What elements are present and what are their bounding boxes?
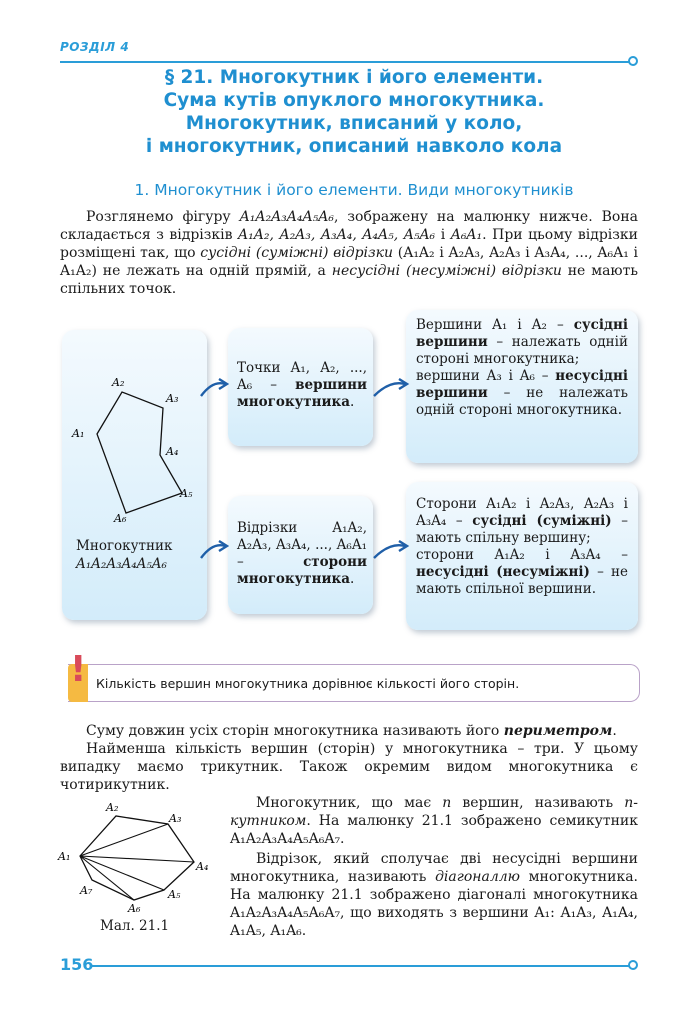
term: сусідні (суміжні) (472, 513, 612, 529)
text: Суму довжин усіх сторін многокутника наз… (86, 723, 504, 739)
diagonal-a1a4 (79, 855, 195, 863)
text: Розглянемо фігуру (86, 209, 231, 225)
title-line-1: § 21. Многокутник і його елементи. (164, 67, 544, 88)
perimeter-paragraph: Суму довжин усіх сторін многокутника наз… (60, 722, 638, 740)
top-rule-dot (628, 56, 638, 66)
text: вершини A₃ і A₆ – (416, 368, 556, 384)
title-line-4: і многокутник, описаний навколо кола (145, 136, 563, 157)
section-label: РОЗДІЛ 4 (60, 40, 130, 54)
text: вершин, називають (451, 795, 625, 811)
note-box (68, 664, 640, 702)
hexagon-figure: A₂ A₃ A₁ A₄ A₅ A₆ (71, 376, 193, 525)
intro-paragraph: Розглянемо фігуру A₁A₂A₃A₄A₅A₆, зображен… (60, 208, 638, 298)
title-line-3: Многокутник, вписаний у коло, (185, 113, 523, 134)
text: Многокутник, що має (256, 795, 443, 811)
label-a5: A₅ (179, 487, 193, 500)
triangle-paragraph: Найменша кількість вершин (сторін) у мно… (60, 741, 638, 793)
adjacent-sides-box: Сторони A₁A₂ і A₂A₃, A₂A₃ і A₃A₄ – сусід… (406, 482, 638, 630)
box-text: Сторони A₁A₂ і A₂A₃, A₂A₃ і A₃A₄ – сусід… (416, 496, 628, 598)
math: n (442, 795, 452, 811)
text: Вершини A₁ і A₂ – (416, 317, 574, 333)
math: A₁A₂A₃A₄A₅A₆ (239, 209, 334, 225)
term: несусідні вершини (416, 368, 628, 401)
box-text: Вершини A₁ і A₂ – сусідні вершини – нале… (416, 317, 628, 419)
text: і (435, 227, 451, 243)
diagonal-a1a6 (79, 855, 135, 901)
text: многокутника. На малюнку 21.1 зображено … (230, 869, 638, 939)
text: . На малюнку 21.1 зображено семикутник A… (230, 813, 638, 847)
diagonal-paragraph: Відрізок, який сполучає дві несусідні ве… (230, 850, 638, 940)
top-rule (60, 61, 632, 63)
text: не мають спільних точок. (60, 263, 638, 297)
text: сторони A₁A₂ і A₃A₄ – (416, 547, 628, 563)
term: периметром (503, 723, 613, 739)
term: діагоналлю (435, 869, 520, 885)
exclamation-icon: ! (70, 649, 87, 690)
vertices-definition-box: Точки A₁, A₂, ..., A₆ – вершини многокут… (228, 328, 373, 446)
bottom-rule (92, 965, 632, 967)
label-a3: A₃ (165, 392, 178, 405)
label-a1: A₁ (71, 427, 84, 440)
math: A₆A₁ (450, 227, 483, 243)
label-a6: A₆ (127, 902, 141, 913)
subsection-title: 1. Многокутник і його елементи. Види мно… (134, 181, 574, 199)
diagonal-a1a3 (79, 823, 169, 857)
arrow-icon (200, 378, 229, 397)
heptagon-shape (79, 815, 195, 901)
term: сусідні (суміжні) відрізки (200, 245, 394, 261)
page-number: 156 (60, 955, 94, 974)
box-text: Відрізки A₁A₂, A₂A₃, A₃A₄, ..., A₆A₁ – с… (237, 520, 367, 588)
box-text: Точки A₁, A₂, ..., A₆ – вершини многокут… (237, 360, 367, 411)
term: несусідні (несуміжні) відрізки (331, 263, 562, 279)
label-a7: A₇ (79, 884, 93, 897)
label-a6: A₆ (113, 512, 127, 525)
adjacent-vertices-box: Вершини A₁ і A₂ – сусідні вершини – нале… (406, 310, 638, 463)
text: . При цьому відрізки розміщені так, що (60, 227, 638, 261)
bottom-rule-dot (628, 960, 638, 970)
hexagon-shape (96, 391, 183, 514)
arrow-icon (200, 540, 229, 559)
label-a4: A₄ (195, 860, 208, 873)
diagonal-a1a5 (79, 855, 165, 891)
term: сторони многокутника (237, 554, 367, 587)
text: Відрізки A₁A₂, A₂A₃, A₃A₄, ..., A₆A₁ – (237, 520, 367, 570)
text: . (350, 394, 355, 410)
heptagon-figure: A₁ A₂ A₃ A₄ A₅ A₆ A₇ (57, 801, 208, 913)
text: – мають спільну вершину; (416, 513, 628, 546)
term: несусідні (несуміжні) (416, 564, 590, 580)
text: Точки A₁, A₂, ..., A₆ – (237, 360, 367, 393)
arrow-icon (373, 540, 410, 559)
math: A₁A₂, A₂A₃, A₃A₄, A₄A₅, A₅A₆ (238, 227, 436, 243)
text: Сторони A₁A₂ і A₂A₃, A₂A₃ і A₃A₄ – (416, 496, 628, 529)
text: , зображену на малюнку нижче. Вона склад… (60, 209, 639, 243)
text: Відрізок, який сполучає дві несусідні ве… (230, 851, 638, 885)
text: . (350, 571, 355, 587)
text: – не належать одній стороні многокутника… (416, 385, 628, 418)
text: . (612, 723, 617, 739)
term: n-кутником (230, 795, 638, 829)
ngon-paragraph: Многокутник, що має n вершин, називають … (230, 794, 638, 848)
page-title: § 21. Многокутник і його елементи. Сума … (60, 66, 648, 158)
figure-caption: Мал. 21.1 (100, 918, 170, 934)
text: (A₁A₂ і A₂A₃, A₂A₃ і A₃A₄, ..., A₆A₁ і A… (60, 245, 639, 279)
label-a4: A₄ (165, 445, 178, 458)
title-line-2: Сума кутів опуклого многокутника. (163, 90, 545, 111)
term: сусідні вершини (416, 317, 628, 350)
text: – не мають спільної вершини. (416, 564, 628, 597)
note-accent-bar (68, 664, 88, 702)
label-a3: A₃ (168, 812, 181, 825)
label-a5: A₅ (167, 888, 181, 901)
arrow-icon (373, 378, 410, 397)
polygon-caption-1: Многокутник (76, 538, 173, 554)
polygon-caption-2: A₁A₂A₃A₄A₅A₆ (76, 556, 167, 572)
label-a1: A₁ (57, 850, 70, 863)
text: – належать одній стороні многокутника; (416, 334, 628, 367)
note-text: Кількість вершин многокутника дорівнює к… (96, 676, 520, 691)
label-a2: A₂ (105, 801, 118, 814)
label-a2: A₂ (111, 376, 124, 389)
polygon-box: A₂ A₃ A₁ A₄ A₅ A₆ Многокутник A₁A₂A₃A₄A₅… (62, 330, 207, 620)
sides-definition-box: Відрізки A₁A₂, A₂A₃, A₃A₄, ..., A₆A₁ – с… (228, 496, 373, 614)
term: вершини многокутника (237, 377, 367, 410)
